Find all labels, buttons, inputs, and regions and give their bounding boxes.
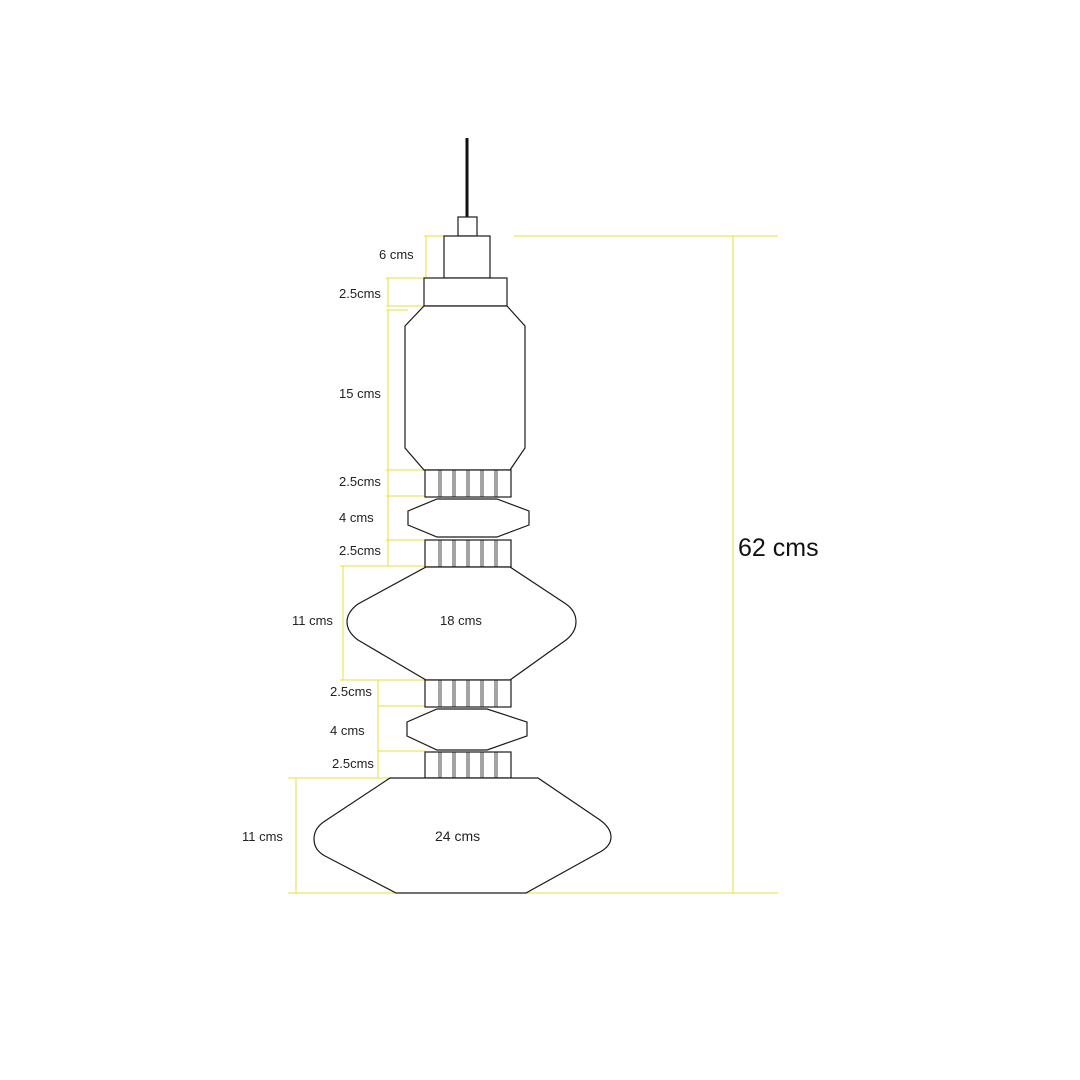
- disc-2-label: 4 cms: [330, 723, 365, 738]
- middle-width-label: 18 cms: [440, 613, 482, 628]
- ring-1-label: 2.5cms: [339, 474, 381, 489]
- lamp-drawing: [313, 138, 612, 894]
- disc-1: [407, 498, 530, 538]
- middle-height-label: 11 cms: [292, 613, 333, 628]
- ring-3-label: 2.5cms: [330, 684, 372, 699]
- ring-3: [424, 679, 512, 708]
- ring-2-label: 2.5cms: [339, 543, 381, 558]
- dimension-labels: 6 cms 2.5cms 15 cms 2.5cms 4 cms 2.5cms …: [242, 247, 819, 844]
- upper-body-label: 15 cms: [339, 386, 381, 401]
- disc-1-label: 4 cms: [339, 510, 374, 525]
- connector: [457, 216, 478, 237]
- bottom-height-label: 11 cms: [242, 829, 283, 844]
- bottom-width-label: 24 cms: [435, 828, 480, 844]
- upper-body: [404, 305, 526, 471]
- cap-label: 6 cms: [379, 247, 414, 262]
- ring-4-label: 2.5cms: [332, 756, 374, 771]
- total-height-label: 62 cms: [738, 534, 819, 562]
- ring-1: [424, 469, 512, 498]
- ring-2: [424, 539, 512, 568]
- collar-label: 2.5cms: [339, 286, 381, 301]
- collar: [423, 277, 508, 307]
- disc-2: [406, 708, 528, 751]
- cap: [443, 235, 491, 279]
- bottom-body: [313, 777, 612, 894]
- ring-4: [424, 751, 512, 779]
